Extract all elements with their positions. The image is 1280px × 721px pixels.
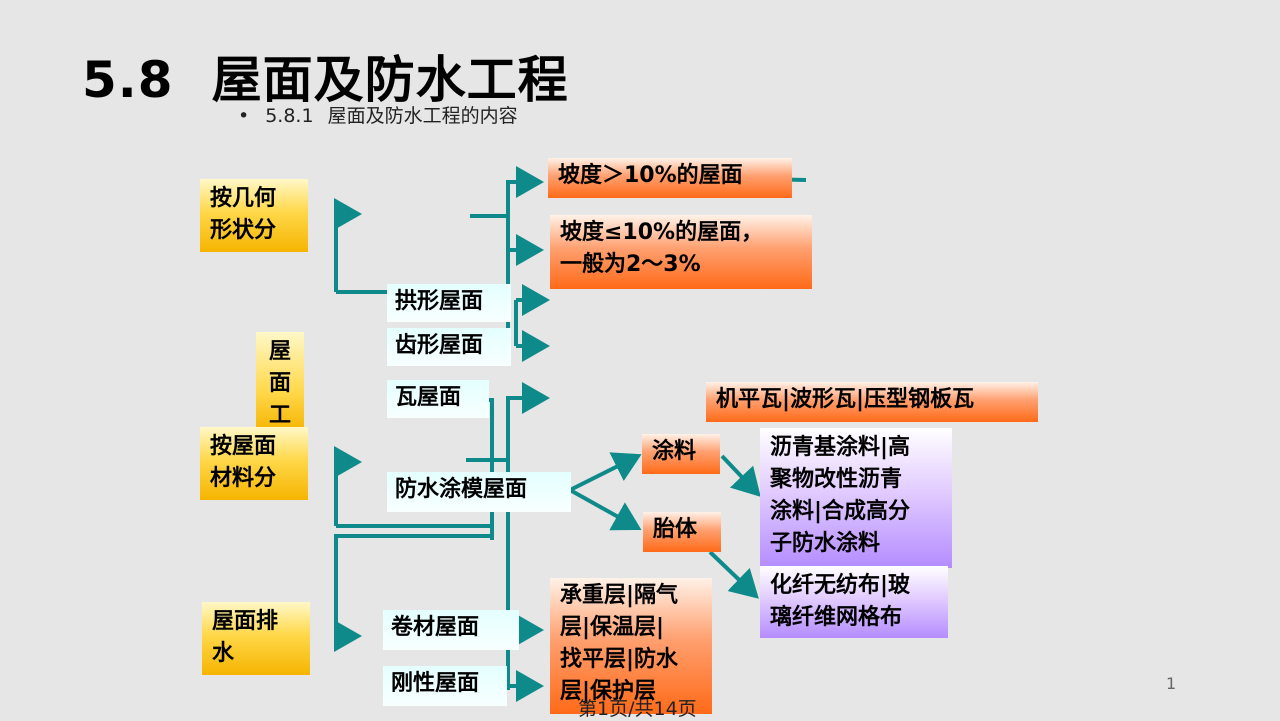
roof-sawtooth: 齿形屋面 xyxy=(387,328,511,366)
matrix-node: 胎体 xyxy=(643,512,721,552)
connector-geometry xyxy=(334,198,362,292)
roof-membrane: 卷材屋面 xyxy=(383,610,519,650)
roof-coating-film: 防水涂模屋面 xyxy=(387,472,571,512)
tile-types: 机平瓦|波形瓦|压型钢板瓦 xyxy=(706,382,1038,422)
root-roof: 屋 面 工 xyxy=(256,332,304,432)
category-drainage: 屋面排 水 xyxy=(202,602,310,675)
category-geometry: 按几何 形状分 xyxy=(200,179,308,252)
coating-node: 涂料 xyxy=(642,434,720,474)
subtitle: • 5.8.1 屋面及防水工程的内容 xyxy=(238,104,518,128)
roof-tile: 瓦屋面 xyxy=(387,380,489,418)
slope-steep: 坡度＞10%的屋面 xyxy=(548,158,792,198)
roof-arched: 拱形屋面 xyxy=(387,284,511,322)
title-number: 5.8 xyxy=(82,51,174,109)
connector-coating xyxy=(569,452,642,492)
membrane-layers: 承重层|隔气 层|保温层| 找平层|防水 层|保护层 xyxy=(550,578,712,714)
matrix-types: 化纤无纺布|玻 璃纤维网格布 xyxy=(760,566,948,638)
roof-rigid: 刚性屋面 xyxy=(383,666,507,706)
page-number: 1 xyxy=(1166,674,1177,693)
subtitle-text: 屋面及防水工程的内容 xyxy=(327,105,518,127)
connector-material xyxy=(334,446,362,526)
title-text: 屋面及防水工程 xyxy=(211,51,569,109)
bullet-icon: • xyxy=(238,105,250,127)
connector-matrix xyxy=(569,488,642,531)
coating-types: 沥青基涂料|高 聚物改性沥青 涂料|合成高分 子防水涂料 xyxy=(760,428,952,568)
slide-title: 5.8 屋面及防水工程 xyxy=(82,50,569,110)
slope-flat: 坡度≤10%的屋面， 一般为2～3% xyxy=(550,215,812,289)
connector-slope-steep xyxy=(506,166,544,350)
subtitle-number: 5.8.1 xyxy=(265,105,314,127)
page-footer: 第1页/共14页 xyxy=(578,698,697,720)
category-material: 按屋面 材料分 xyxy=(200,427,308,500)
